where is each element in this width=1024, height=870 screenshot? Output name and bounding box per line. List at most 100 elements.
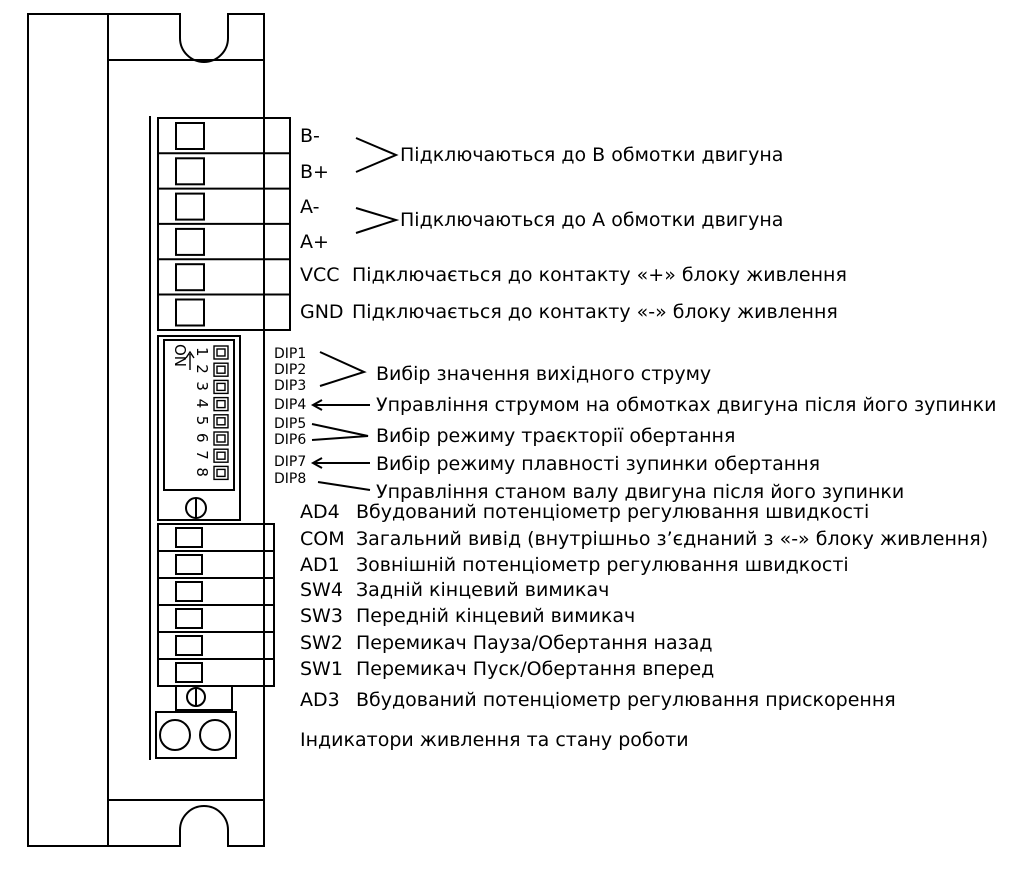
housing-outline [27, 13, 265, 847]
top-pin-terminal [175, 263, 205, 292]
dip-label-7: DIP7 [274, 454, 306, 470]
dip-switch-cell [213, 414, 229, 429]
dip-label-6: DIP6 [274, 432, 306, 448]
dip-number: 8 [193, 467, 211, 477]
bottom-code-label: AD3 [300, 689, 340, 711]
bottom-desc-label: Перемикач Пуск/Обертання вперед [356, 658, 714, 680]
dip-switch-cell [213, 448, 229, 463]
dip-on-arrow-icon [185, 350, 195, 370]
bottom-connector [155, 523, 275, 759]
dip-idle-current-desc: Управління струмом на обмотках двигуна п… [376, 394, 996, 416]
bottom-desc-label: Перемикач Пауза/Обертання назад [356, 632, 713, 654]
gnd-desc: Підключається до контакту «-» блоку живл… [352, 301, 838, 323]
dip-number: 4 [193, 399, 211, 409]
pin-label-gnd: GND [300, 301, 344, 323]
dip-number: 3 [193, 381, 211, 391]
dip-trajectory-bracket [311, 423, 369, 441]
bottom-desc-label: Вбудований потенціометр регулювання швид… [356, 501, 869, 523]
winding-a-bracket [355, 207, 400, 234]
vcc-desc: Підключається до контакту «+» блоку живл… [352, 264, 847, 286]
indicator-frame [155, 711, 237, 759]
pin-label-vcc: VCC [300, 264, 340, 286]
dip7-arrow-icon [310, 457, 370, 469]
indicators-desc: Індикатори живлення та стану роботи [300, 729, 689, 751]
bottom-pin-terminal [175, 527, 203, 548]
pin-label-a-plus: A+ [300, 231, 329, 253]
pin-label-b-plus: B+ [300, 161, 329, 183]
dip-label-1: DIP1 [274, 346, 306, 362]
pin-label-a-minus: A- [300, 196, 319, 218]
dip-label-3: DIP3 [274, 378, 306, 394]
potentiometer-ad3-frame [175, 685, 233, 711]
dip-current-bracket [319, 351, 367, 387]
top-pin-terminal [175, 192, 205, 221]
dip-number: 6 [193, 433, 211, 443]
dip-label-5: DIP5 [274, 416, 306, 432]
dip-switch-knob [216, 417, 226, 426]
dip-label-8: DIP8 [274, 471, 306, 487]
dip-current-desc: Вибір значення вихідного струму [376, 363, 711, 385]
bottom-code-label: AD1 [300, 554, 340, 576]
bottom-code-label: SW4 [300, 579, 343, 601]
dip-number: 5 [193, 416, 211, 426]
top-pin-terminal [175, 157, 205, 186]
top-connector-labels: B- B+ A- A+ VCC GND Підключаються до В о… [300, 125, 847, 323]
dip-switch-cell [213, 362, 229, 377]
dip-switch-frame [157, 335, 241, 521]
dip-label-4: DIP4 [274, 397, 306, 413]
dip4-arrow-icon [310, 399, 370, 411]
bottom-desc-label: Зовнішній потенціометр регулювання швидк… [356, 554, 849, 576]
dip-switch-cell [213, 379, 229, 395]
winding-b-bracket [355, 137, 399, 173]
bottom-code-label: SW3 [300, 605, 343, 627]
bottom-pin-terminal [175, 635, 203, 656]
dip-switch-knob [216, 468, 226, 478]
top-pin-terminal [175, 227, 205, 256]
bottom-labels: AD4 Вбудований потенціометр регулювання ш… [300, 501, 988, 711]
bottom-desc-label: Вбудований потенціометр регулювання прис… [356, 689, 896, 711]
bottom-desc-label: Загальний вивід (внутрішньо з’єднаний з … [356, 528, 988, 550]
dip-trajectory-desc: Вибір режиму траєкторії обертання [376, 425, 735, 447]
dip-switch-knob [216, 399, 226, 409]
dip-label-2: DIP2 [274, 362, 306, 378]
dip-on-label: ON [171, 344, 189, 367]
bottom-code-label: COM [300, 528, 345, 550]
dip-labels: DIP1 DIP2 DIP3 DIP4 DIP5 DIP6 DIP7 DIP8 … [274, 346, 996, 503]
top-pin-terminal [175, 122, 205, 150]
bottom-code-label: AD4 [300, 501, 340, 523]
bottom-pin-terminal [175, 554, 203, 575]
dip-switch-cell [213, 396, 229, 412]
power-led-icon [159, 719, 191, 751]
dip-shaft-desc: Управління станом валу двигуна після йог… [376, 481, 904, 503]
bottom-pin-terminal [175, 662, 203, 683]
dip-switch: ON 1 2 3 4 5 6 7 8 [157, 335, 241, 521]
winding-b-desc: Підключаються до В обмотки двигуна [400, 144, 783, 166]
bottom-pin-terminal [175, 581, 203, 602]
dip-switch-knob [216, 434, 226, 443]
top-connector [157, 117, 291, 331]
winding-a-desc: Підключаються до А обмотки двигуна [400, 209, 783, 231]
bottom-pin-terminal [175, 608, 203, 629]
dip-switch-knob [216, 365, 226, 374]
dip8-line [317, 481, 371, 491]
dip-number: 1 [193, 347, 211, 357]
dip-number: 2 [193, 364, 211, 374]
dip-switch-cell [213, 345, 229, 360]
driver-housing [27, 13, 265, 847]
top-pin-terminal [175, 298, 205, 327]
bottom-code-label: SW1 [300, 658, 343, 680]
dip-switch-knob [216, 348, 226, 357]
bottom-code-label: SW2 [300, 632, 343, 654]
dip-switch-cell [213, 465, 229, 481]
dip-number: 7 [193, 450, 211, 460]
pin-label-b-minus: B- [300, 125, 320, 147]
dip-switch-cell [213, 431, 229, 446]
bottom-desc-label: Задній кінцевий вимикач [356, 579, 609, 601]
status-led-icon [199, 719, 231, 751]
dip-switch-body [163, 339, 235, 491]
dip-switch-knob [216, 451, 226, 460]
dip-switch-knob [216, 382, 226, 392]
bottom-desc-label: Передній кінцевий вимикач [356, 605, 635, 627]
dip-smooth-stop-desc: Вибір режиму плавності зупинки обертання [376, 453, 820, 475]
